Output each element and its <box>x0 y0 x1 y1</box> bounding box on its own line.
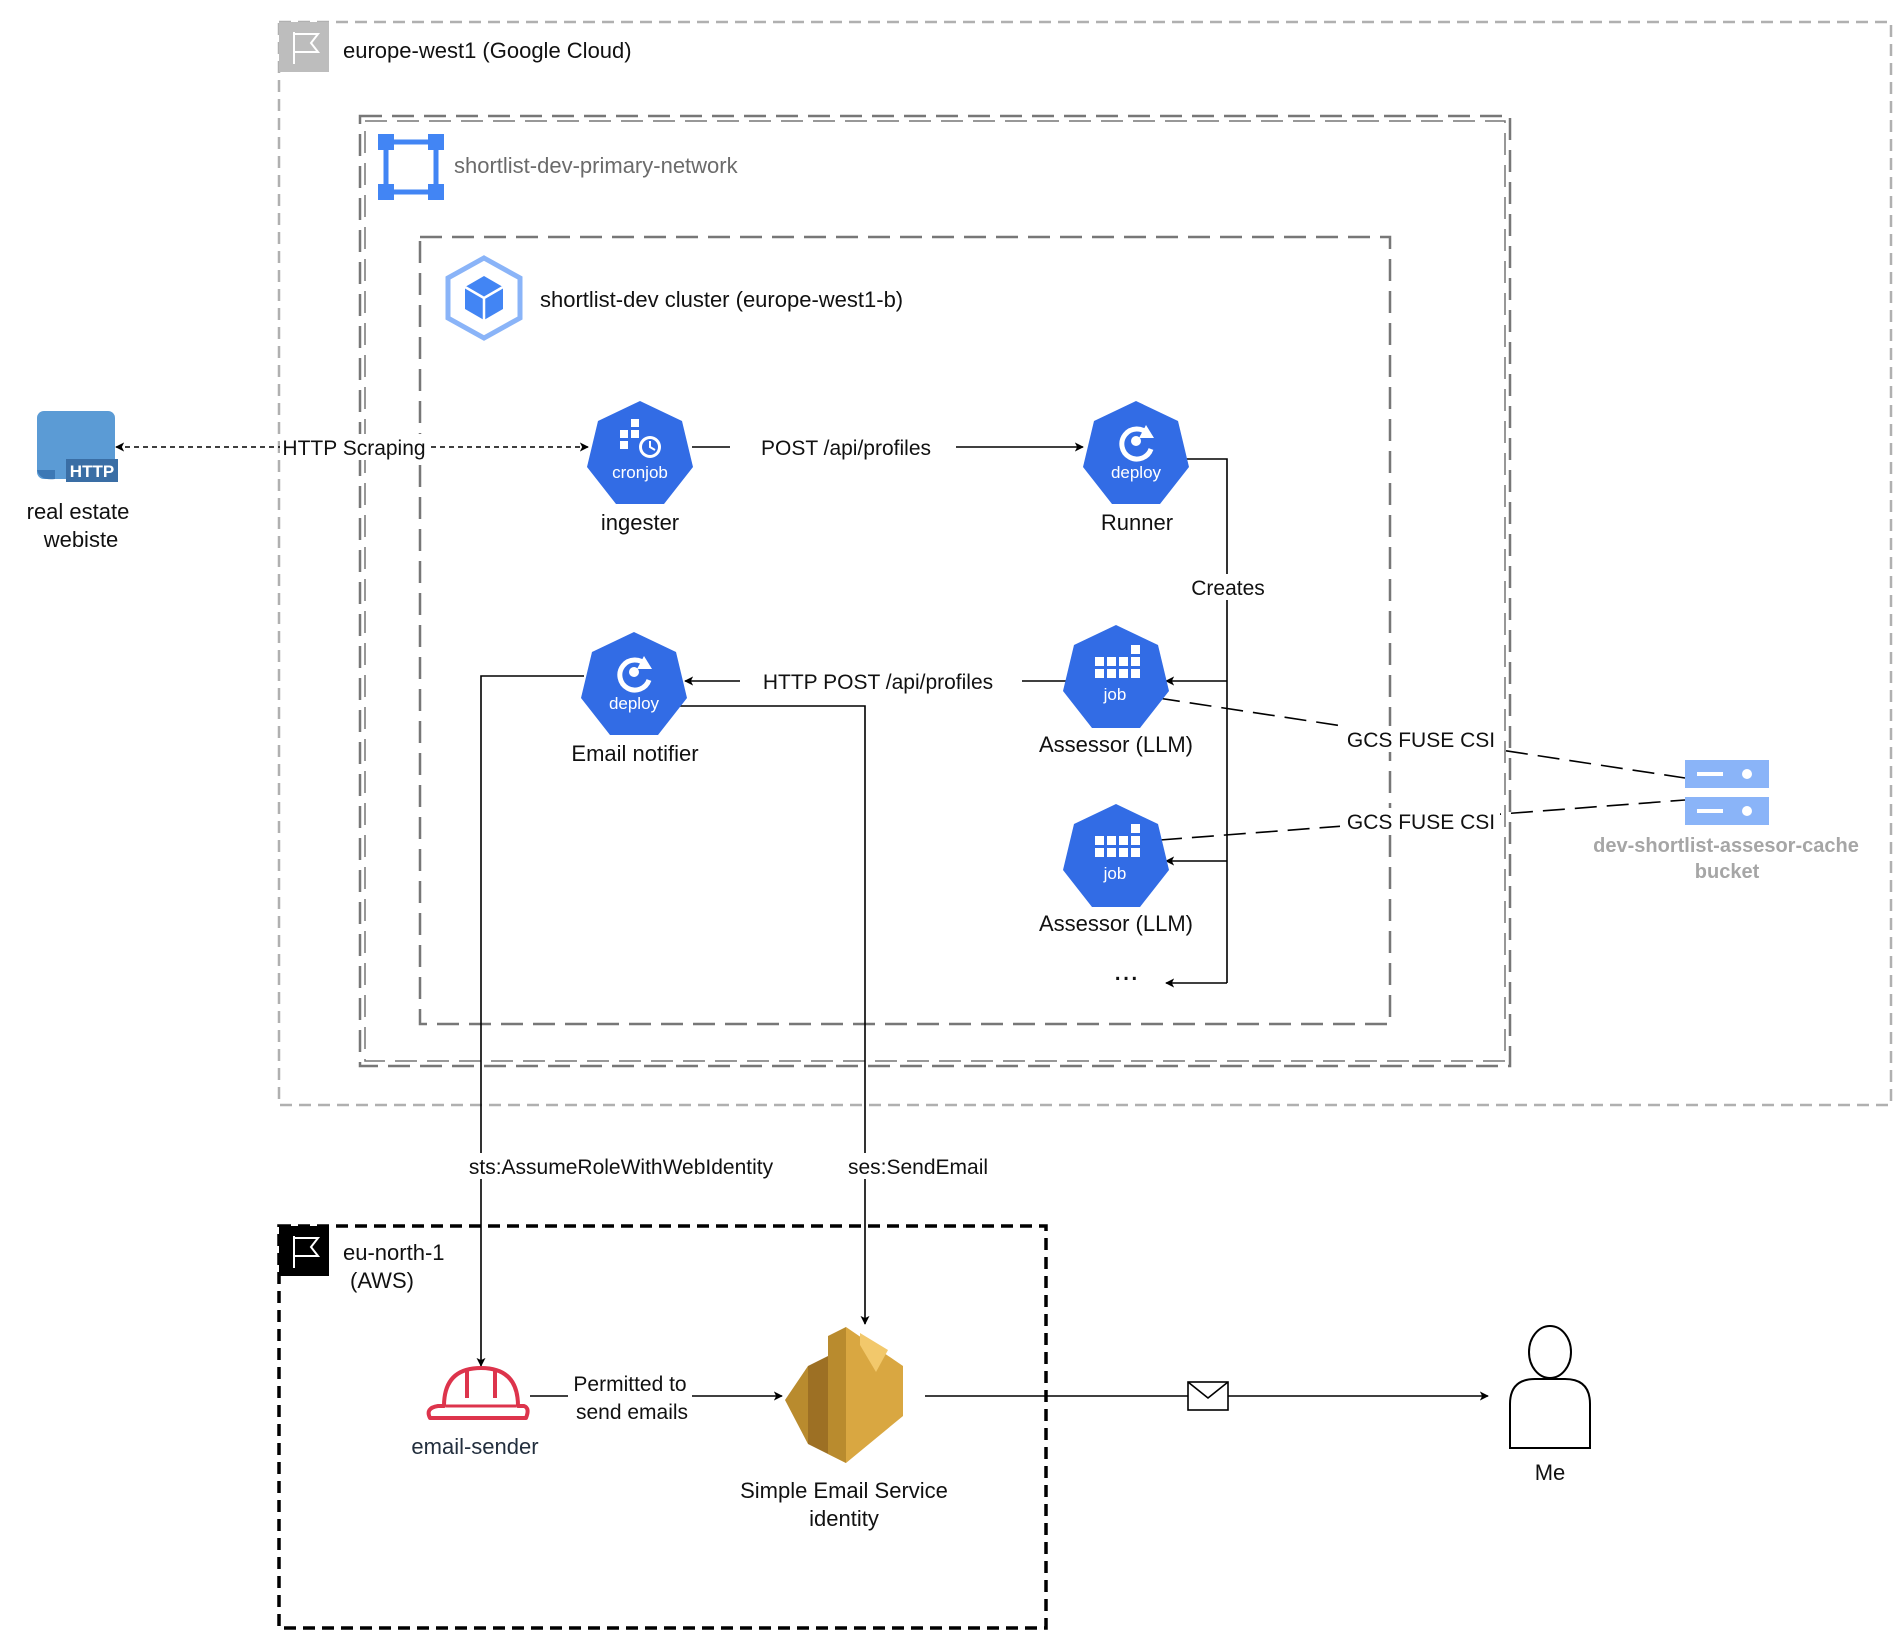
cluster-region: shortlist-dev cluster (europe-west1-b) <box>418 235 1392 1026</box>
network-region: shortlist-dev-primary-network <box>358 114 1512 1068</box>
deploy-badge: deploy <box>1111 463 1162 482</box>
edge-http-post-profiles: HTTP POST /api/profiles <box>684 668 1066 694</box>
runner-node: deploy Runner <box>1083 401 1189 535</box>
aws-region-label: eu-north-1 <box>343 1240 445 1265</box>
edge-label-assume-role: sts:AssumeRoleWithWebIdentity <box>469 1156 774 1179</box>
vpc-network-icon <box>378 134 444 200</box>
job-badge: job <box>1103 685 1127 704</box>
cluster-region-label: shortlist-dev cluster (europe-west1-b) <box>540 287 903 312</box>
network-region-label: shortlist-dev-primary-network <box>454 153 739 178</box>
website-label-1: real estate <box>27 499 130 524</box>
aws-region-label-2: (AWS) <box>350 1268 414 1293</box>
ingester-label: ingester <box>601 510 679 535</box>
edge-label-permitted-1: Permitted to <box>573 1373 686 1396</box>
bucket-label-2: bucket <box>1695 861 1760 883</box>
http-server-icon: HTTP <box>37 411 118 482</box>
aws-region: eu-north-1 (AWS) <box>277 1224 1048 1630</box>
ingester-node: cronjob ingester <box>587 401 693 535</box>
ses-label-1: Simple Email Service <box>740 1478 948 1503</box>
k8s-deploy-icon: deploy <box>581 632 687 735</box>
ses-label-2: identity <box>809 1506 879 1531</box>
iam-role-helmet-icon <box>426 1366 530 1420</box>
edge-creates: Creates <box>1165 458 1270 988</box>
k8s-deploy-icon: deploy <box>1083 401 1189 504</box>
edge-permitted: Permitted to send emails <box>530 1368 783 1424</box>
email-notifier-label: Email notifier <box>571 741 698 766</box>
region-flag-icon <box>279 22 329 72</box>
job-badge: job <box>1103 864 1127 883</box>
email-sender-label: email-sender <box>411 1434 538 1459</box>
gcs-bucket-icon <box>1685 760 1769 825</box>
gcp-region: europe-west1 (Google Cloud) <box>277 20 1893 1107</box>
assessor-node-1: job Assessor (LLM) <box>1039 625 1193 757</box>
k8s-job-icon: job <box>1063 804 1169 907</box>
k8s-cronjob-icon: cronjob <box>587 401 693 504</box>
gcp-region-label: europe-west1 (Google Cloud) <box>343 38 632 63</box>
aws-ses-icon <box>785 1327 903 1463</box>
gcs-bucket-node: dev-shortlist-assesor-cache bucket <box>1593 760 1859 883</box>
edge-label-post-profiles: POST /api/profiles <box>761 437 931 460</box>
edge-label-creates: Creates <box>1191 577 1265 600</box>
assessor-label-1: Assessor (LLM) <box>1039 732 1193 757</box>
me-node: Me <box>1509 1325 1591 1485</box>
assessor-node-2: job Assessor (LLM) <box>1039 804 1193 936</box>
email-notifier-node: deploy Email notifier <box>571 632 699 766</box>
email-sender-node: email-sender <box>411 1366 539 1459</box>
me-label: Me <box>1535 1460 1566 1485</box>
edge-label-gcs-fuse-1: GCS FUSE CSI <box>1347 729 1495 752</box>
website-label-2: webiste <box>43 527 119 552</box>
http-badge: HTTP <box>70 462 114 481</box>
edge-gcs-fuse-1: GCS FUSE CSI <box>1157 697 1686 779</box>
cronjob-badge: cronjob <box>612 463 668 482</box>
bucket-label-1: dev-shortlist-assesor-cache <box>1593 835 1859 857</box>
region-flag-icon <box>279 1226 329 1276</box>
edge-label-http-post-profiles: HTTP POST /api/profiles <box>763 671 993 694</box>
edge-label-http-scraping: HTTP Scraping <box>282 437 425 460</box>
edge-label-send-email: ses:SendEmail <box>848 1156 988 1179</box>
more-assessors-ellipsis: ... <box>1113 954 1138 987</box>
real-estate-website: HTTP real estate webiste <box>27 411 130 552</box>
edge-email-delivery <box>925 1381 1489 1411</box>
edge-label-permitted-2: send emails <box>576 1401 688 1424</box>
k8s-job-icon: job <box>1063 625 1169 728</box>
gke-cluster-icon <box>445 255 523 341</box>
edge-post-profiles: POST /api/profiles <box>692 434 1084 460</box>
deploy-badge: deploy <box>609 694 660 713</box>
edge-send-email: ses:SendEmail <box>672 705 994 1325</box>
ses-node: Simple Email Service identity <box>740 1327 948 1531</box>
edge-assume-role: sts:AssumeRoleWithWebIdentity <box>458 675 784 1367</box>
edge-http-scraping: HTTP Scraping <box>115 434 589 460</box>
runner-label: Runner <box>1101 510 1173 535</box>
assessor-label-2: Assessor (LLM) <box>1039 911 1193 936</box>
envelope-icon <box>1187 1381 1229 1411</box>
user-icon <box>1509 1325 1591 1449</box>
edge-gcs-fuse-2: GCS FUSE CSI <box>1159 799 1686 841</box>
edge-label-gcs-fuse-2: GCS FUSE CSI <box>1347 811 1495 834</box>
